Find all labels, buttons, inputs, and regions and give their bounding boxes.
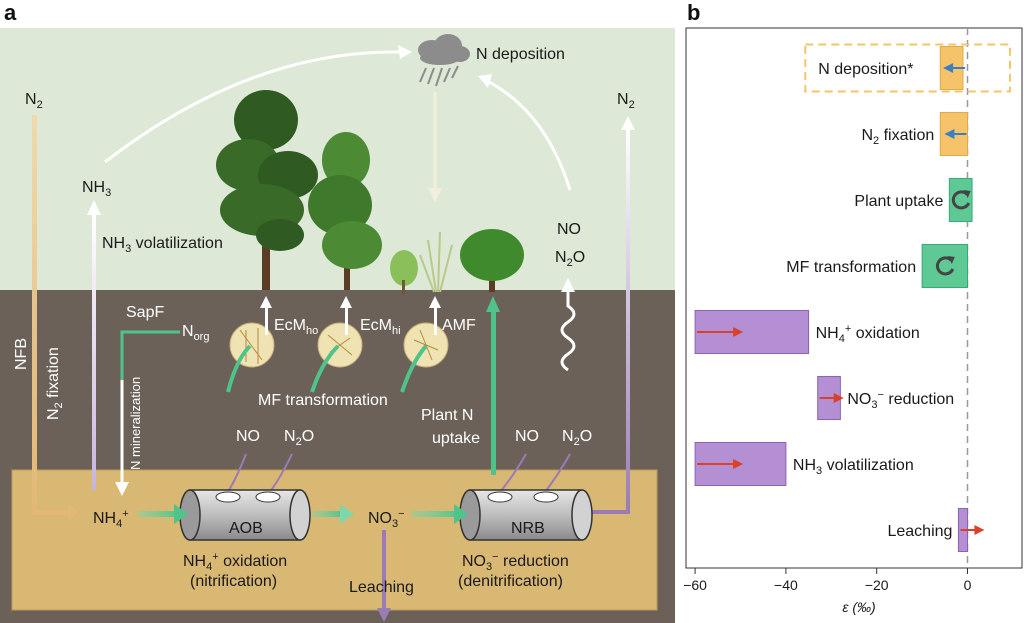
nfb-label: NFB [13,338,30,370]
right-arrowhead [974,525,985,535]
nh4-oxidation-label: NH4+ oxidation [183,551,287,573]
no-top-label: NO [557,221,581,238]
arrowhead [398,45,412,59]
bar-label: MF transformation [786,259,916,276]
aob-to-no3-arrow [312,511,342,517]
x-tick-label: −20 [865,577,889,593]
nitrification-label: (nitrification) [190,573,277,590]
tree-broadleaf [460,229,524,292]
cycle-arrow-icon [951,190,971,210]
n2o-top-label: N2O [555,249,585,269]
n2-fixation-label: N2 fixation [45,347,65,420]
ecm-ho-label: EcMho [274,317,318,337]
n2-right-label: N2 [617,91,635,111]
root-uptake-arrows [260,296,441,335]
no3-to-nrb-arrow [412,511,458,517]
bar-label: NH3 volatilization [793,457,914,477]
plant-n-uptake-label-1: Plant N [421,407,473,424]
no-right-label: NO [515,428,539,445]
nfb-arrow-horizontal [32,510,72,515]
arrowhead [486,296,500,312]
no3-label: NO3− [368,508,405,530]
aob-label: AOB [229,520,263,537]
right-arrowhead [733,327,744,337]
no-left-label: NO [236,428,260,445]
n2-emission-arrow [626,128,630,513]
x-tick-label: 0 [964,577,972,593]
bar-label: Leaching [887,523,952,540]
x-axis-label: ε (‰) [842,599,875,615]
no-to-deposition-arc [484,78,572,191]
nh4-label: NH4+ [93,508,129,530]
panel-a-diagram: a N deposition N2 NFB N2 fixation NH3 NH… [0,0,675,623]
x-tick-label: −60 [683,577,707,593]
bar-label: Plant uptake [854,193,943,210]
arrowhead [428,188,442,202]
nh3-volatilization-label: NH3 volatilization [102,235,223,255]
dashed-highlight-box [804,43,1011,93]
denitrification-label: (denitrification) [458,573,563,590]
plant-n-uptake-arrow [491,310,496,475]
plant-n-uptake-label-2: uptake [432,430,480,447]
panel-b-chart: b −60 −40 −20 0 N deposition* N2 fixationPlan… [683,0,1023,615]
nh4-to-aob-arrow [138,511,178,517]
n2o-left-label: N2O [284,428,314,448]
cycle-arrow-icon [935,256,955,276]
left-arrowhead [944,129,955,139]
sapf-label: SapF [126,304,164,321]
bar-label: NH4+ oxidation [816,323,920,345]
nh3-label: NH3 [82,179,111,199]
bar [948,177,973,223]
panel-a-letter: a [4,0,17,25]
wavy-emission-arrow [560,290,576,372]
aob-cylinder [179,489,311,541]
n2-emission-horizontal [590,510,630,514]
left-arrowhead [943,63,954,73]
right-arrowhead [733,459,744,469]
nrb-label: NRB [511,520,545,537]
ecm-hi-label: EcMhi [360,317,401,337]
bar-label: NO3− reduction [847,389,954,411]
arrowhead [174,504,188,524]
chart-layer: −60 −40 −20 0 N deposition* N2 fixationPlant … [683,28,1011,593]
arrowhead [87,200,101,215]
arrowhead [621,116,635,130]
no3-reduction-label: NO3− reduction [462,551,569,573]
n-mineralization-label: N mineralization [128,377,143,470]
right-arrowhead [833,393,844,403]
x-tick-label: −40 [774,577,798,593]
nh3-volatilization-arrow [92,215,96,490]
leaching-arrow [382,530,386,612]
tree-conifer-1 [216,90,318,290]
bar [921,243,969,289]
tree-conifer-2 [308,132,382,290]
cycle-arrowhead [963,190,971,198]
leaching-label: Leaching [349,579,414,596]
n2-left-label: N2 [25,91,43,111]
shrub-1 [390,250,418,294]
n-deposition-label: N deposition [476,46,565,63]
arrowhead [340,504,354,524]
nfb-arrow [32,115,37,513]
panel-b-letter: b [687,0,700,25]
mf-transformation-label: MF transformation [258,392,388,409]
gas-emission-arrows [227,453,571,493]
arrowhead [377,608,391,622]
arrowhead [561,278,575,292]
mf-transformation-arrows [226,344,428,393]
nh3-to-deposition-arc [104,50,401,164]
bar-label: N2 fixation [861,127,934,147]
plot-frame [685,27,1023,569]
arrowhead [454,504,468,524]
cloud-rain-icon [418,34,470,87]
bar-label: N deposition* [818,61,913,78]
arrowhead [115,482,129,496]
arrowhead [68,504,80,520]
cycle-arrowhead [947,256,955,264]
norg-label: Norg [182,323,209,343]
n2o-right-label: N2O [562,428,592,448]
grass [419,231,453,293]
amf-label: AMF [442,317,476,334]
arrowhead [478,74,492,88]
